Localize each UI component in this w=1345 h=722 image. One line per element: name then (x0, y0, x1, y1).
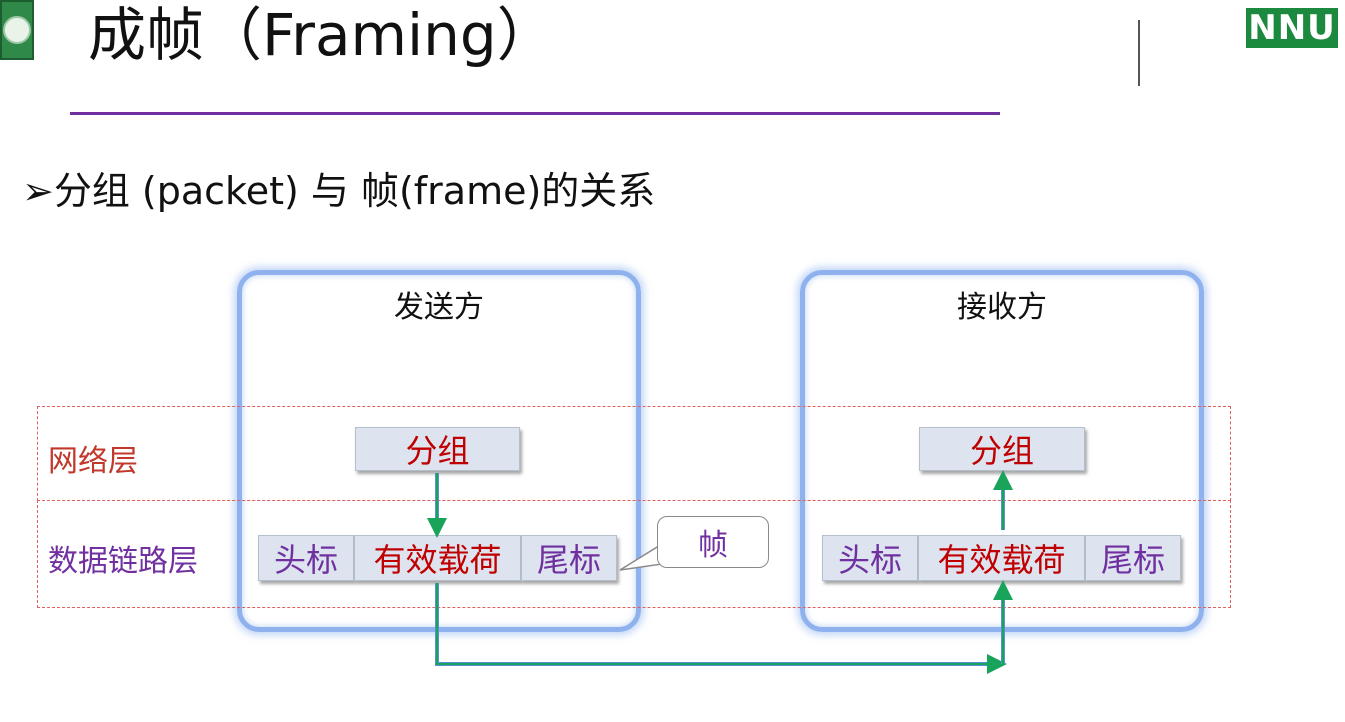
bullet-text: 分组 (packet) 与 帧(frame)的关系 (53, 169, 656, 213)
datalink-layer-band (37, 500, 1231, 608)
receiver-frame-header: 头标 (822, 535, 918, 581)
receiver-label: 接收方 (957, 290, 1047, 325)
bullet-point: ➢分组 (packet) 与 帧(frame)的关系 (22, 160, 655, 215)
sender-frame-header: 头标 (258, 535, 354, 581)
transmission-path-arrow (435, 580, 1013, 674)
datalink-layer-label: 数据链路层 (48, 544, 198, 579)
page-title: 成帧（Framing） (88, 1, 555, 69)
university-seal-icon (3, 16, 31, 44)
title-underline (70, 112, 1000, 115)
network-layer-label: 网络层 (48, 444, 138, 479)
university-logo (0, 0, 34, 60)
bullet-marker-icon: ➢ (22, 169, 54, 213)
receiver-packet-box: 分组 (919, 427, 1085, 471)
sender-frame-trailer: 尾标 (521, 535, 617, 581)
receiver-frame-payload: 有效载荷 (918, 535, 1085, 581)
sender-label: 发送方 (394, 290, 484, 325)
header-divider (1138, 20, 1140, 86)
nnu-logo: NNU (1246, 8, 1338, 48)
sender-frame-payload: 有效载荷 (354, 535, 521, 581)
callout-seam (658, 536, 662, 554)
sender-packet-box: 分组 (355, 427, 520, 471)
frame-callout: 帧 (657, 516, 769, 568)
receiver-frame-trailer: 尾标 (1085, 535, 1181, 581)
